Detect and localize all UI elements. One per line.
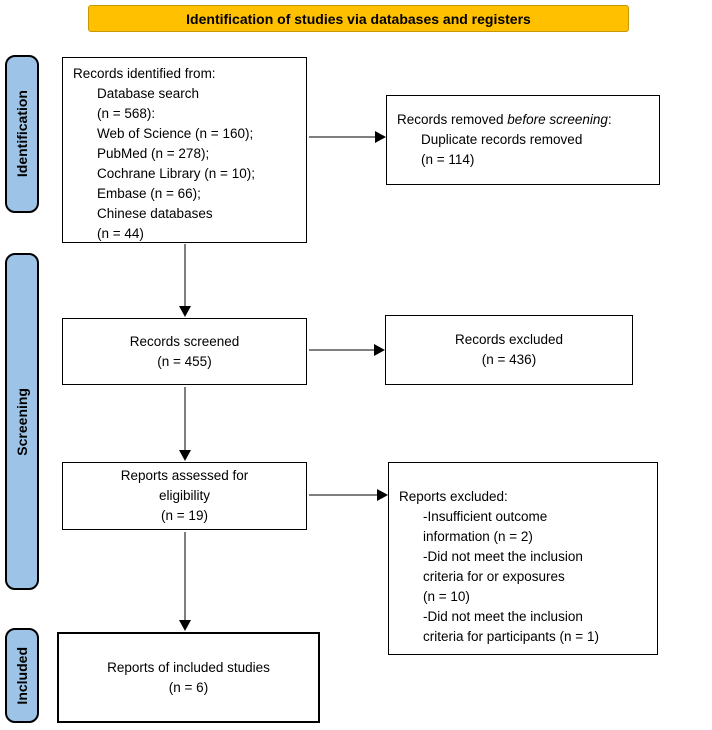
banner-title-label: Identification of studies via databases … (186, 10, 531, 27)
box-text-line: Reports excluded: (399, 489, 508, 504)
box-text-line: Reports of included studies (107, 659, 270, 675)
box-text-line: information (n = 2) (423, 529, 533, 544)
box-text-line: (n = 10) (423, 589, 470, 604)
arrow-assessed-to-included (184, 532, 186, 621)
stage-included-label: Included (14, 646, 30, 705)
arrow-assessed-to-excluded (309, 494, 378, 496)
box-text-line: PubMed (n = 278); (97, 146, 210, 161)
arrowhead-down-icon (179, 306, 191, 317)
box-text-line: criteria for participants (n = 1) (423, 629, 599, 644)
stage-included: Included (5, 628, 39, 723)
box-text-line: -Insufficient outcome (423, 509, 548, 524)
arrow-identified-to-screened (184, 244, 186, 307)
arrowhead-right-icon (374, 344, 385, 356)
box-text-line: (n = 44) (97, 226, 144, 241)
box-text-line: (n = 455) (157, 353, 212, 369)
stage-screening-label: Screening (14, 387, 30, 456)
box-text-line: Records identified from: (73, 66, 216, 81)
arrow-screened-to-excluded (309, 349, 375, 351)
records-screened-box: Records screened (n = 455) (62, 318, 307, 385)
box-text-line: Records screened (129, 333, 240, 349)
reports-assessed-box: Reports assessed for eligibility (n = 19… (62, 462, 307, 530)
box-text-line: Chinese databases (97, 206, 213, 221)
box-text-line: (n = 6) (168, 679, 209, 695)
arrowhead-right-icon (375, 131, 386, 143)
arrowhead-down-icon (179, 450, 191, 461)
records-excluded-box: Records excluded (n = 436) (385, 315, 633, 385)
box-text-line: Records excluded (454, 332, 564, 347)
box-text-line: criteria for or exposures (423, 569, 565, 584)
box-text-line: Cochrane Library (n = 10); (97, 166, 255, 181)
stage-screening: Screening (5, 253, 39, 590)
banner-title: Identification of studies via databases … (88, 5, 629, 32)
box-text-line: (n = 19) (161, 508, 208, 523)
box-text-line: Reports assessed for (120, 468, 249, 483)
box-text-line: Web of Science (n = 160); (97, 126, 254, 141)
records-removed-box: Records removed before screening: Duplic… (386, 95, 660, 185)
box-text-line: (n = 436) (481, 352, 537, 367)
reports-excluded-box: Reports excluded: -Insufficient outcome … (388, 462, 658, 655)
box-text-line: (n = 114) (421, 152, 475, 167)
box-text-line: Duplicate records removed (421, 132, 583, 147)
box-text-line: -Did not meet the inclusion (423, 549, 583, 564)
box-text-line: (n = 568): (97, 106, 156, 121)
arrowhead-right-icon (377, 489, 388, 501)
box-text-line: eligibility (158, 488, 211, 503)
stage-identification: Identification (5, 55, 39, 213)
box-text-line: Embase (n = 66); (97, 186, 201, 201)
reports-included-box: Reports of included studies (n = 6) (57, 632, 320, 723)
arrow-identified-to-removed (309, 136, 376, 138)
box-text-line: Database search (97, 86, 200, 101)
box-text-line: -Did not meet the inclusion (423, 609, 583, 624)
records-identified-box: Records identified from: Database search… (62, 57, 307, 243)
arrow-screened-to-assessed (184, 387, 186, 451)
box-text-line: Records removed before screening: (397, 112, 612, 127)
stage-identification-label: Identification (14, 90, 30, 178)
arrowhead-down-icon (179, 620, 191, 631)
